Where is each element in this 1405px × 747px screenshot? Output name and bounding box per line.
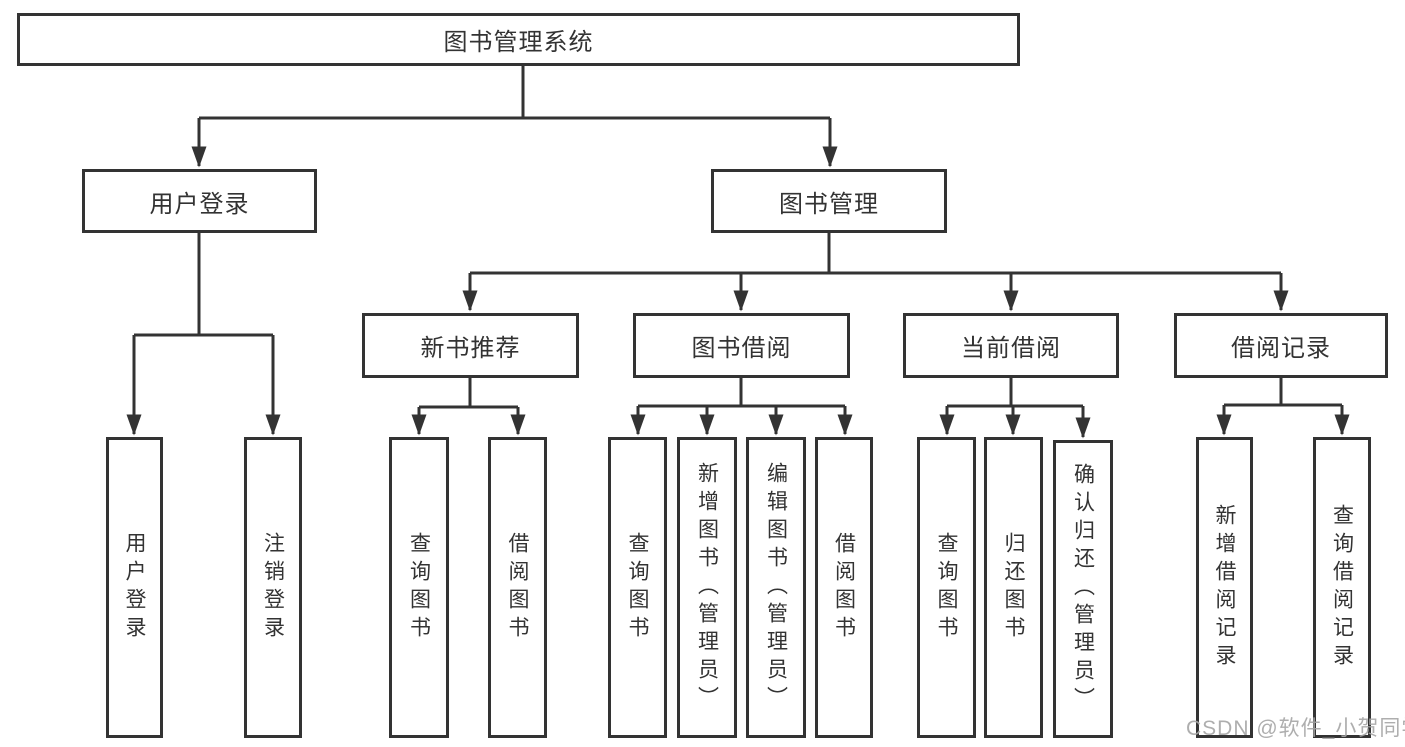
node-book-management: 图书管理	[711, 169, 947, 233]
node-user-login: 用户登录	[82, 169, 317, 233]
node-borrowing-records: 借阅记录	[1174, 313, 1388, 378]
leaf-query-book-recommend: 查询图书	[389, 437, 449, 738]
leaf-query-borrow-record: 查询借阅记录	[1313, 437, 1371, 738]
node-library-system: 图书管理系统	[17, 13, 1020, 66]
leaf-add-borrow-record: 新增借阅记录	[1196, 437, 1253, 738]
leaf-query-book-current: 查询图书	[917, 437, 976, 738]
leaf-user-login: 用户登录	[106, 437, 163, 738]
leaf-confirm-return-admin: 确认归还（管理员）	[1053, 440, 1113, 738]
leaf-logout: 注销登录	[244, 437, 302, 738]
leaf-return-book: 归还图书	[984, 437, 1043, 738]
leaf-query-book-borrowing: 查询图书	[608, 437, 667, 738]
leaf-add-book-admin: 新增图书（管理员）	[677, 437, 737, 738]
node-book-borrowing: 图书借阅	[633, 313, 850, 378]
node-new-book-recommend: 新书推荐	[362, 313, 579, 378]
node-current-borrowing: 当前借阅	[903, 313, 1119, 378]
leaf-edit-book-admin: 编辑图书（管理员）	[746, 437, 806, 738]
csdn-watermark: CSDN @软件_小贺同学	[1186, 717, 1405, 740]
leaf-borrow-book-borrowing: 借阅图书	[815, 437, 873, 738]
leaf-borrow-book-recommend: 借阅图书	[488, 437, 547, 738]
